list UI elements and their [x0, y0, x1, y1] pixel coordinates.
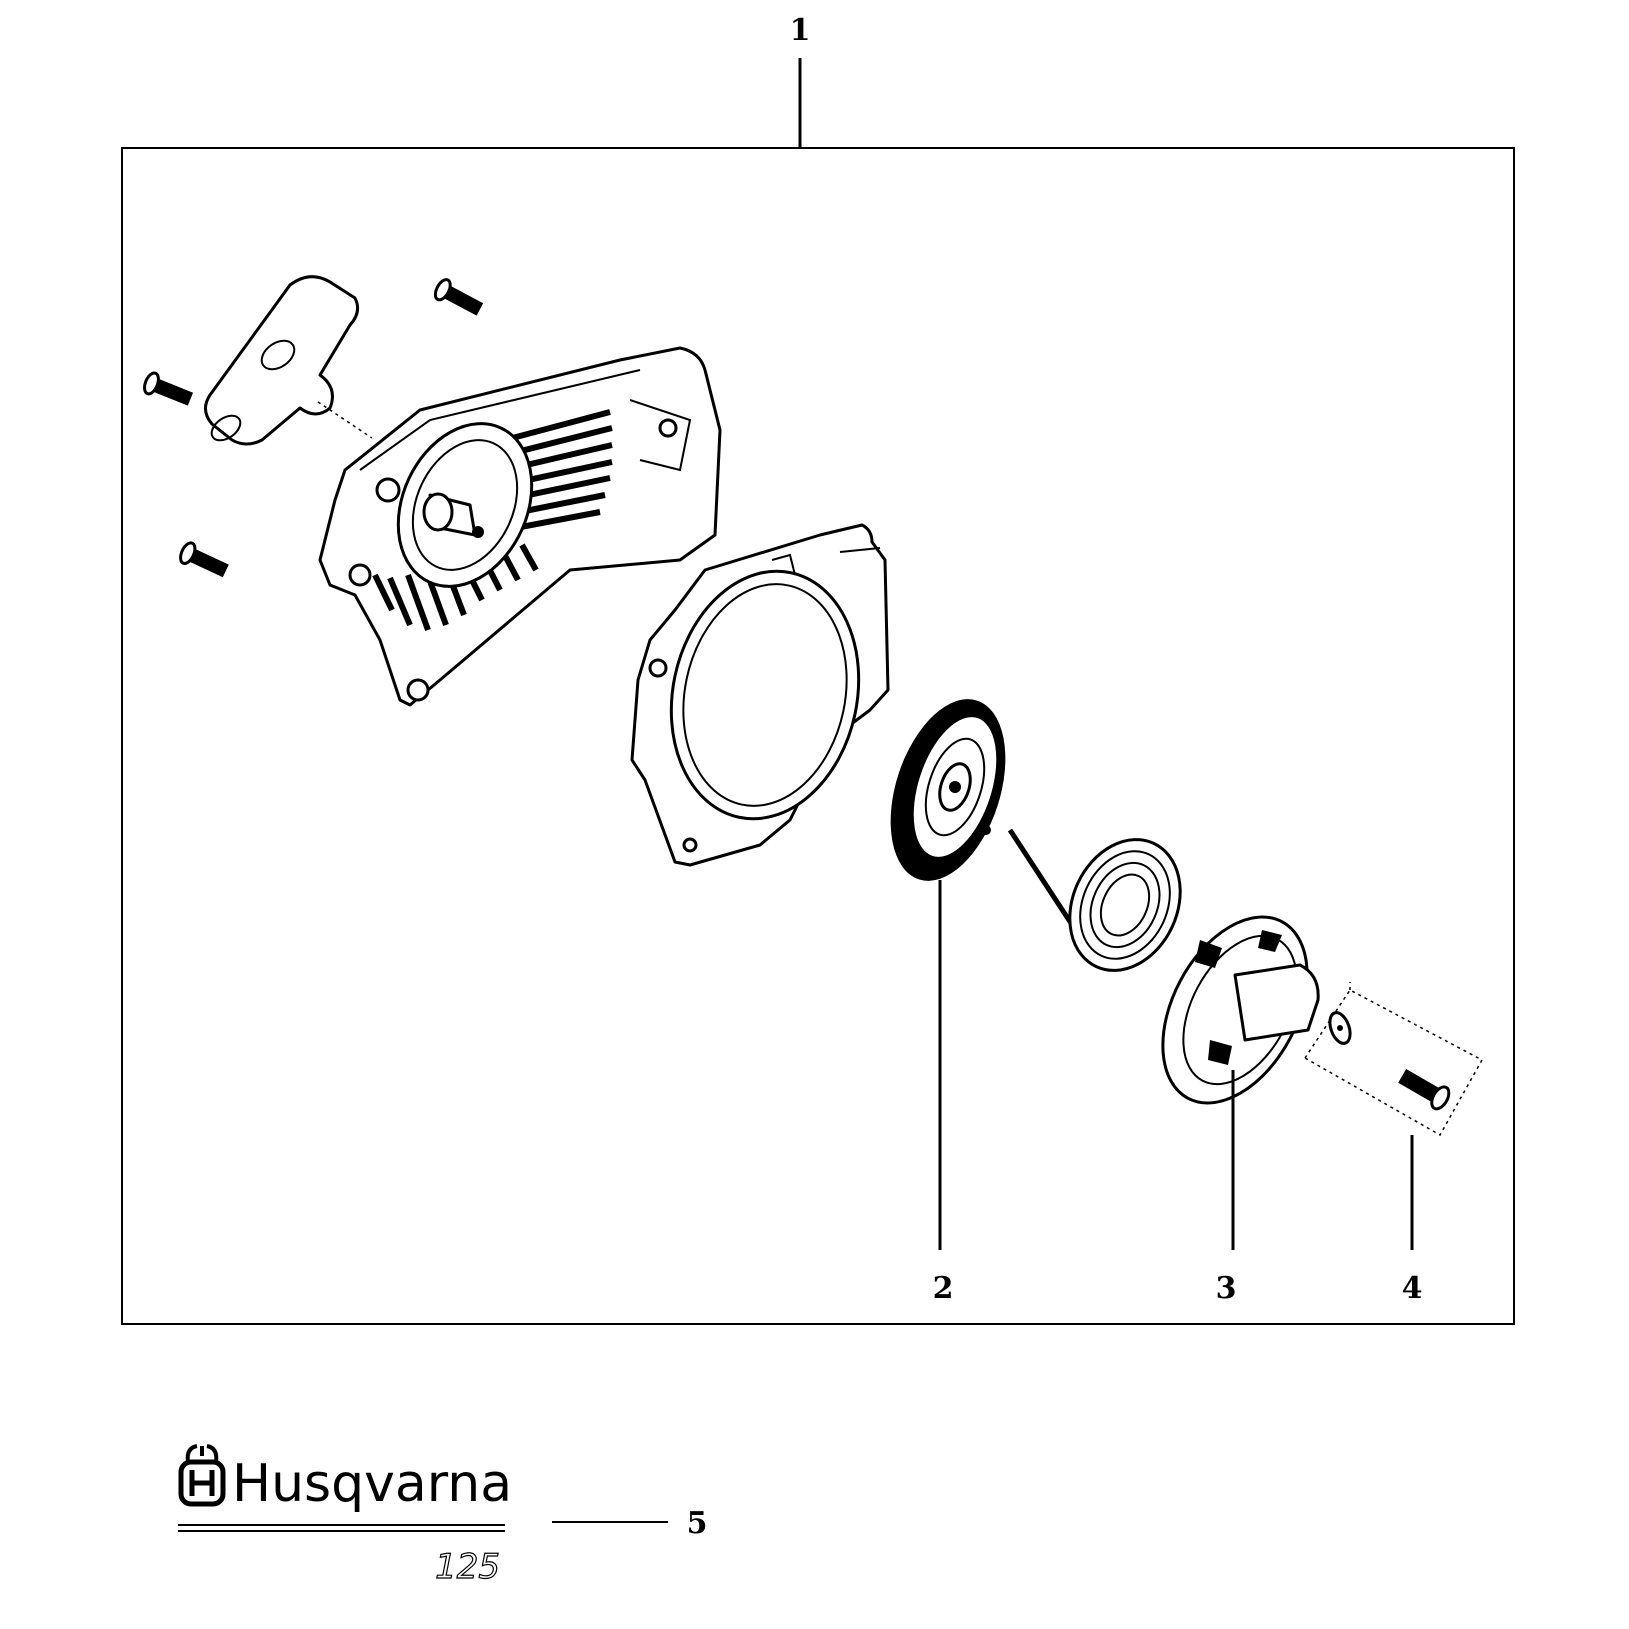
starter-housing: [318, 346, 722, 707]
callout-4-label: 4: [1402, 1271, 1423, 1306]
screw-top: [433, 278, 484, 316]
crown-h-icon: [178, 1444, 226, 1507]
callout-2-label: 2: [933, 1271, 954, 1306]
washer-screw-kit: [1303, 982, 1484, 1137]
husqvarna-logo: Husqvarna 125: [178, 1444, 512, 1588]
starter-handle: [204, 275, 373, 446]
recoil-spring: [1007, 828, 1182, 972]
screw-bottom: [179, 541, 229, 578]
callout-1-label: 1: [790, 13, 811, 48]
guide-plate: [630, 523, 890, 867]
callout-3-label: 3: [1216, 1271, 1237, 1306]
starter-pawl-hub: [1161, 915, 1320, 1105]
rope-pulley: [890, 699, 1006, 881]
callout-5-label: 5: [687, 1506, 708, 1541]
screw-left: [143, 371, 194, 406]
model-number: 125: [435, 1547, 500, 1587]
assembly-frame: [121, 147, 1515, 1325]
brand-name: Husqvarna: [232, 1454, 512, 1514]
